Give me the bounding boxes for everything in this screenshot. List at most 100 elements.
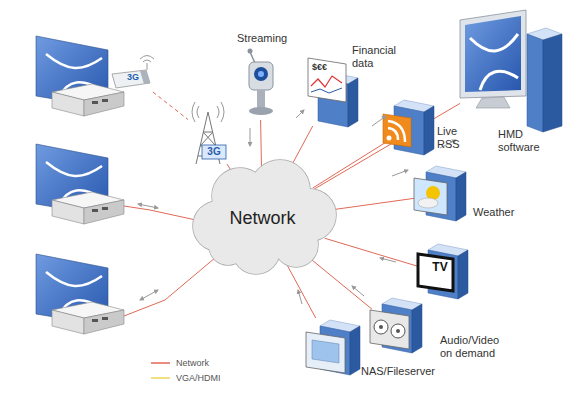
chart-panel: [308, 58, 346, 102]
pc-node: HMD software: [460, 18, 560, 130]
camera-lens: [258, 71, 264, 77]
monitor-stand: [476, 97, 510, 108]
server-icon: [306, 320, 360, 375]
server-node: Audio/Video on demand: [372, 298, 418, 358]
player-box: [84, 200, 124, 224]
cell-tower: [192, 102, 226, 164]
server-icon: [414, 166, 466, 221]
flow-arrows: [138, 110, 456, 304]
network-link: [329, 198, 415, 210]
dongle-cap: [140, 70, 150, 84]
network-link: [313, 143, 385, 188]
node-label: 3G: [202, 145, 226, 159]
film-reel: [379, 325, 383, 329]
nas-panel: [306, 332, 345, 373]
player-port: [92, 101, 98, 104]
dongle-body: [112, 70, 150, 88]
node-label: Weather: [473, 206, 533, 219]
node-label: Live RSS: [437, 125, 472, 151]
rss-symbol: [388, 121, 405, 142]
signage-player: [36, 254, 124, 334]
server-icon: [383, 100, 434, 155]
screen-logo: [470, 34, 518, 90]
server-node: NAS/Fileserver: [305, 318, 361, 382]
network-wire: [124, 252, 222, 316]
network-link: [325, 238, 418, 266]
legend-text: Network: [176, 356, 209, 370]
camera-icon: [248, 49, 274, 116]
legend-sample: [150, 371, 172, 385]
camera-antenna: [248, 49, 253, 54]
legend-line: [151, 377, 170, 378]
film-reel: [374, 320, 388, 334]
player-port: [102, 99, 108, 102]
media-panel: [370, 310, 409, 349]
cloud-symbol: [418, 198, 438, 208]
usb-dongle: [112, 56, 154, 89]
node-label: Network: [195, 208, 330, 228]
signal-waves: [192, 102, 224, 122]
legend-text: VGA/HDMI: [176, 371, 221, 385]
weather-panel: [414, 178, 447, 215]
signage-player: [36, 36, 124, 116]
tower-badge: [202, 145, 226, 159]
pc-tower: [527, 34, 543, 132]
player-port: [92, 319, 98, 322]
screen-label: $€€: [312, 62, 327, 72]
player-port: [102, 207, 108, 210]
signage-player: [36, 144, 124, 224]
network-wire: [124, 206, 205, 222]
network-link: [306, 256, 372, 310]
player-box: [52, 200, 84, 224]
rss-panel: [383, 114, 411, 147]
camera-base: [249, 107, 273, 115]
player-box: [52, 92, 84, 116]
network-link: [286, 264, 315, 318]
tv-panel: [418, 254, 453, 291]
chart-line: [311, 88, 342, 93]
camera-stand: [257, 90, 265, 108]
network-link: [153, 92, 188, 120]
camera-body: [249, 62, 273, 90]
node-label: NAS/Fileserver: [361, 365, 451, 378]
film-reel: [396, 329, 400, 333]
signal-waves: [140, 56, 154, 63]
network-link: [260, 120, 262, 172]
legend-line: [151, 362, 170, 363]
dongle-node: 3G: [110, 64, 160, 92]
node-label: Audio/Video on demand: [440, 334, 512, 360]
server-icon: [370, 298, 422, 353]
player-port: [92, 209, 98, 212]
server-icon: [418, 244, 468, 299]
node-label: Streaming: [237, 32, 307, 45]
player-box: [84, 310, 124, 334]
server-node: Live RSS: [385, 100, 429, 158]
node-label: 3G: [121, 72, 145, 83]
dongle-antenna: [147, 63, 148, 70]
node-label: Financial data: [352, 44, 402, 70]
legend-sample: [150, 356, 172, 370]
pc-tower: [543, 34, 562, 132]
network-cloud-node: Network: [195, 172, 330, 267]
camera-node: Streaming: [243, 58, 277, 120]
network-cloud: [193, 160, 336, 274]
camera-antenna: [250, 52, 255, 63]
server-node: Weather: [415, 165, 461, 225]
player-port: [102, 317, 108, 320]
film-reel: [391, 324, 405, 338]
server-icon: [308, 58, 358, 127]
chart-line: [311, 76, 342, 87]
pc-screen: [465, 16, 521, 92]
pc-monitor: [460, 10, 526, 98]
player-box: [52, 310, 84, 334]
camera-lens: [254, 67, 268, 81]
rss-symbol: [387, 136, 392, 141]
node-label: HMD software: [498, 128, 558, 154]
player-box: [84, 92, 124, 116]
tower-node: 3G: [188, 108, 230, 164]
server-node: TV: [418, 243, 462, 303]
pc-icon: [460, 10, 562, 132]
nas-window: [312, 340, 339, 363]
node-label: TV: [428, 260, 452, 274]
